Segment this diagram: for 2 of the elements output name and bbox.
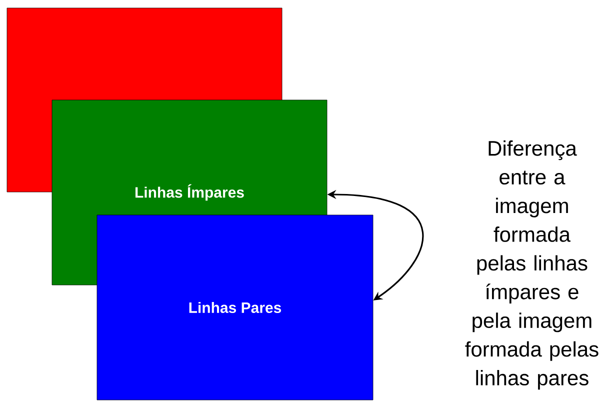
label-panel: Linhas Pares: [96, 214, 374, 400]
caption-text: Diferença entre a imagem formada pelas linhas ímpares e pela imagem formada pelas linhas pares: [465, 140, 598, 390]
